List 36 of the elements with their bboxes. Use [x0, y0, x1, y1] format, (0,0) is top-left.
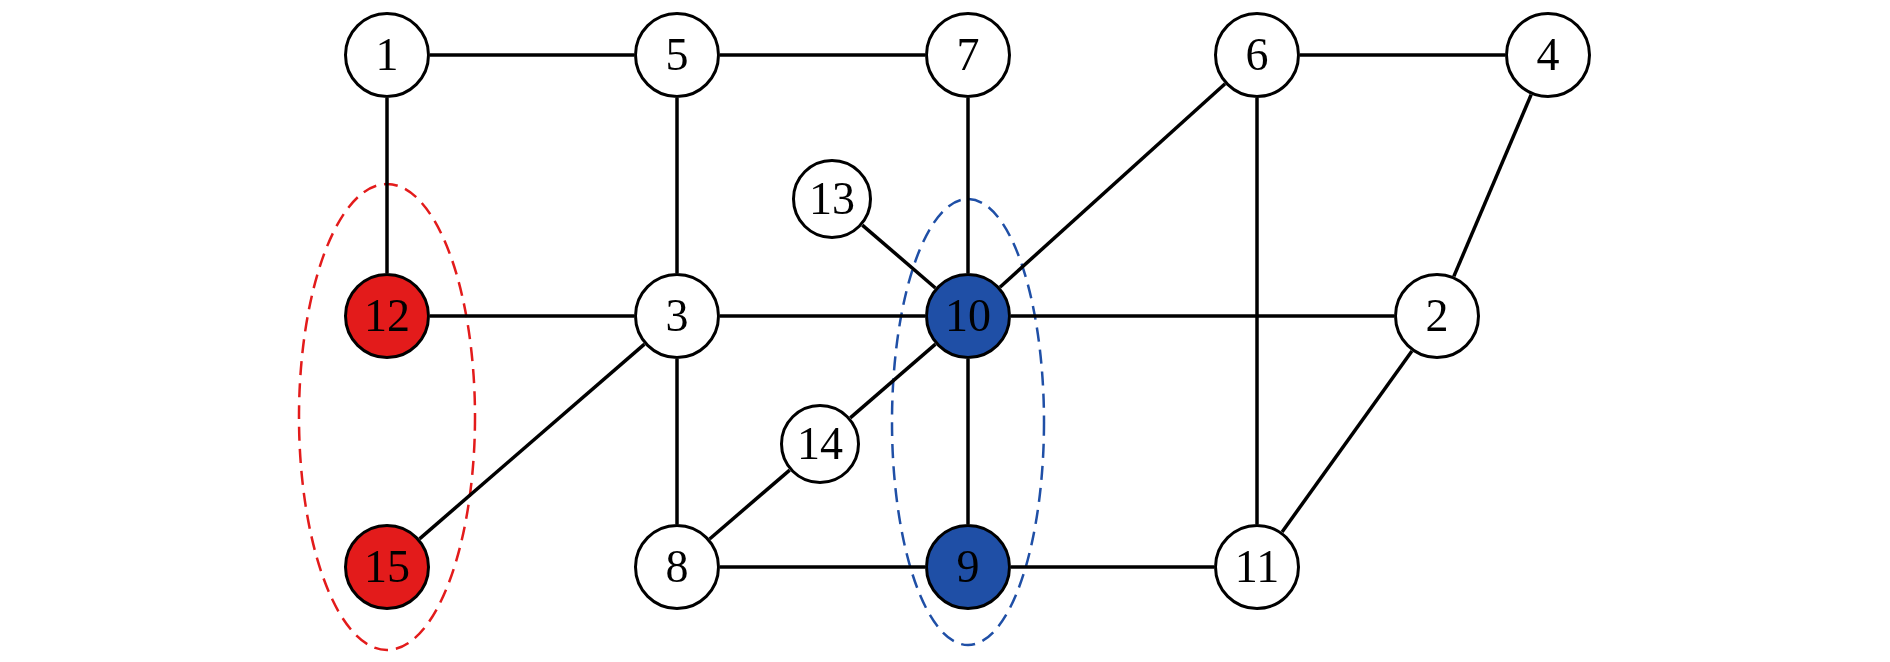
vertex-number: 9: [956, 544, 980, 590]
vertex-number: 8: [665, 544, 689, 590]
connector-line: [966, 359, 970, 524]
vertex-number: 12: [364, 293, 410, 339]
vertex-number: 13: [809, 176, 855, 222]
connector-line: [849, 342, 937, 420]
connector-line: [675, 359, 679, 524]
connector-line: [1011, 314, 1394, 318]
connector-line: [1280, 349, 1414, 534]
vertex-number: 10: [945, 293, 991, 339]
connector-line: [430, 314, 634, 318]
connector-line: [1255, 98, 1259, 524]
connector-line: [861, 223, 937, 290]
connector-line: [720, 314, 925, 318]
vertex-number: 14: [797, 421, 843, 467]
connector-line: [966, 98, 970, 273]
vertex-number: 15: [364, 544, 410, 590]
connector-line: [675, 98, 679, 273]
connector-line: [1300, 53, 1505, 57]
vertex-number: 5: [665, 32, 689, 78]
connector-line: [1011, 565, 1214, 569]
connector-line: [418, 342, 646, 541]
connector-line: [430, 53, 634, 57]
vertex-number: 7: [956, 32, 980, 78]
vertex-number: 3: [665, 293, 689, 339]
vertex-number: 6: [1245, 32, 1269, 78]
connector-line: [1452, 93, 1533, 278]
vertex-number: 2: [1425, 293, 1449, 339]
vertex-number: 11: [1234, 544, 1280, 590]
connector-line: [720, 53, 925, 57]
vertex-number: 4: [1536, 32, 1560, 78]
connector-line: [998, 82, 1227, 289]
vertex-number: 1: [375, 32, 399, 78]
connector-line: [385, 98, 389, 273]
connector-line: [708, 468, 791, 541]
connector-line: [720, 565, 925, 569]
